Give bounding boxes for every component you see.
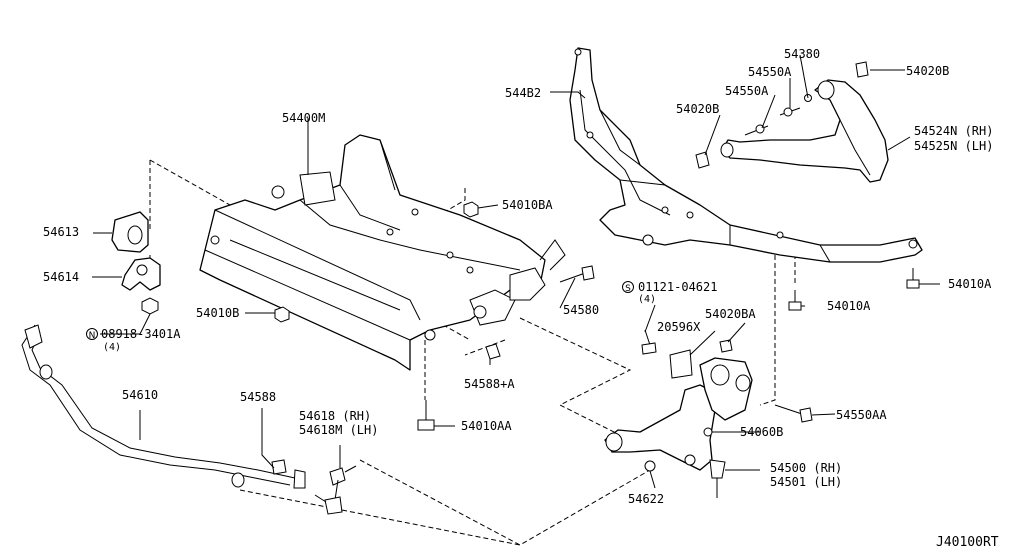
label-54010A-right: 54010A: [948, 277, 992, 291]
label-54550AA: 54550AA: [836, 408, 887, 422]
label-01121: 01121-04621: [638, 280, 717, 294]
label-54610: 54610: [122, 388, 158, 402]
stabilizer-bar-54610: [21, 324, 306, 489]
label-54622: 54622: [628, 492, 664, 506]
label-01121-group: S 01121-04621 (4): [622, 280, 717, 305]
nut-08918: [141, 297, 159, 315]
stabilizer-clamp-54614: [121, 257, 161, 291]
label-54614: 54614: [43, 270, 79, 284]
label-54010A-center: 54010A: [827, 299, 871, 313]
label-54618: 54618 (RH): [299, 409, 371, 423]
label-20596X: 20596X: [657, 320, 701, 334]
svg-text:N: N: [89, 331, 96, 341]
label-54550A-2: 54550A: [725, 84, 769, 98]
label-54020B-top: 54020B: [906, 64, 949, 78]
label-54525N: 54525N (LH): [914, 139, 993, 153]
label-54060B: 54060B: [740, 425, 783, 439]
label-54010B: 54010B: [196, 306, 239, 320]
label-54501: 54501 (LH): [770, 475, 842, 489]
label-54524N: 54524N (RH): [914, 124, 993, 138]
diagram-code: J40100RT: [936, 535, 999, 550]
label-54613: 54613: [43, 225, 79, 239]
label-544B2: 544B2: [505, 86, 541, 100]
fasteners: [274, 201, 920, 431]
label-54020B-mid: 54020B: [676, 102, 719, 116]
label-54380: 54380: [784, 47, 820, 61]
label-54618M: 54618M (LH): [299, 423, 378, 437]
label-08918-group: N 08918-3401A (4): [86, 327, 181, 353]
label-54500: 54500 (RH): [770, 461, 842, 475]
leader-lines: [92, 54, 940, 489]
stabilizer-bushing-54613: [111, 211, 149, 253]
svg-text:S: S: [625, 284, 631, 294]
upper-link-544B2: [569, 47, 923, 263]
label-54580: 54580: [563, 303, 599, 317]
label-08918-qty: (4): [103, 342, 121, 353]
label-08918: 08918-3401A: [101, 327, 181, 341]
front-suspension-member: [199, 134, 566, 371]
label-54010BA: 54010BA: [502, 198, 553, 212]
label-54588A: 54588+A: [464, 377, 515, 391]
stabilizer-link-54618: [271, 459, 357, 515]
label-54550A-1: 54550A: [748, 65, 792, 79]
label-54400M: 54400M: [282, 111, 325, 125]
label-54588: 54588: [240, 390, 276, 404]
callout-labels: 54400M 544B2 54380 54550A 54550A 54020B …: [43, 47, 999, 550]
label-01121-qty: (4): [638, 294, 656, 305]
upper-arm-54524N: [695, 61, 889, 183]
label-54020BA: 54020BA: [705, 307, 756, 321]
label-54010AA: 54010AA: [461, 419, 512, 433]
lower-arm-54500: [604, 339, 753, 498]
